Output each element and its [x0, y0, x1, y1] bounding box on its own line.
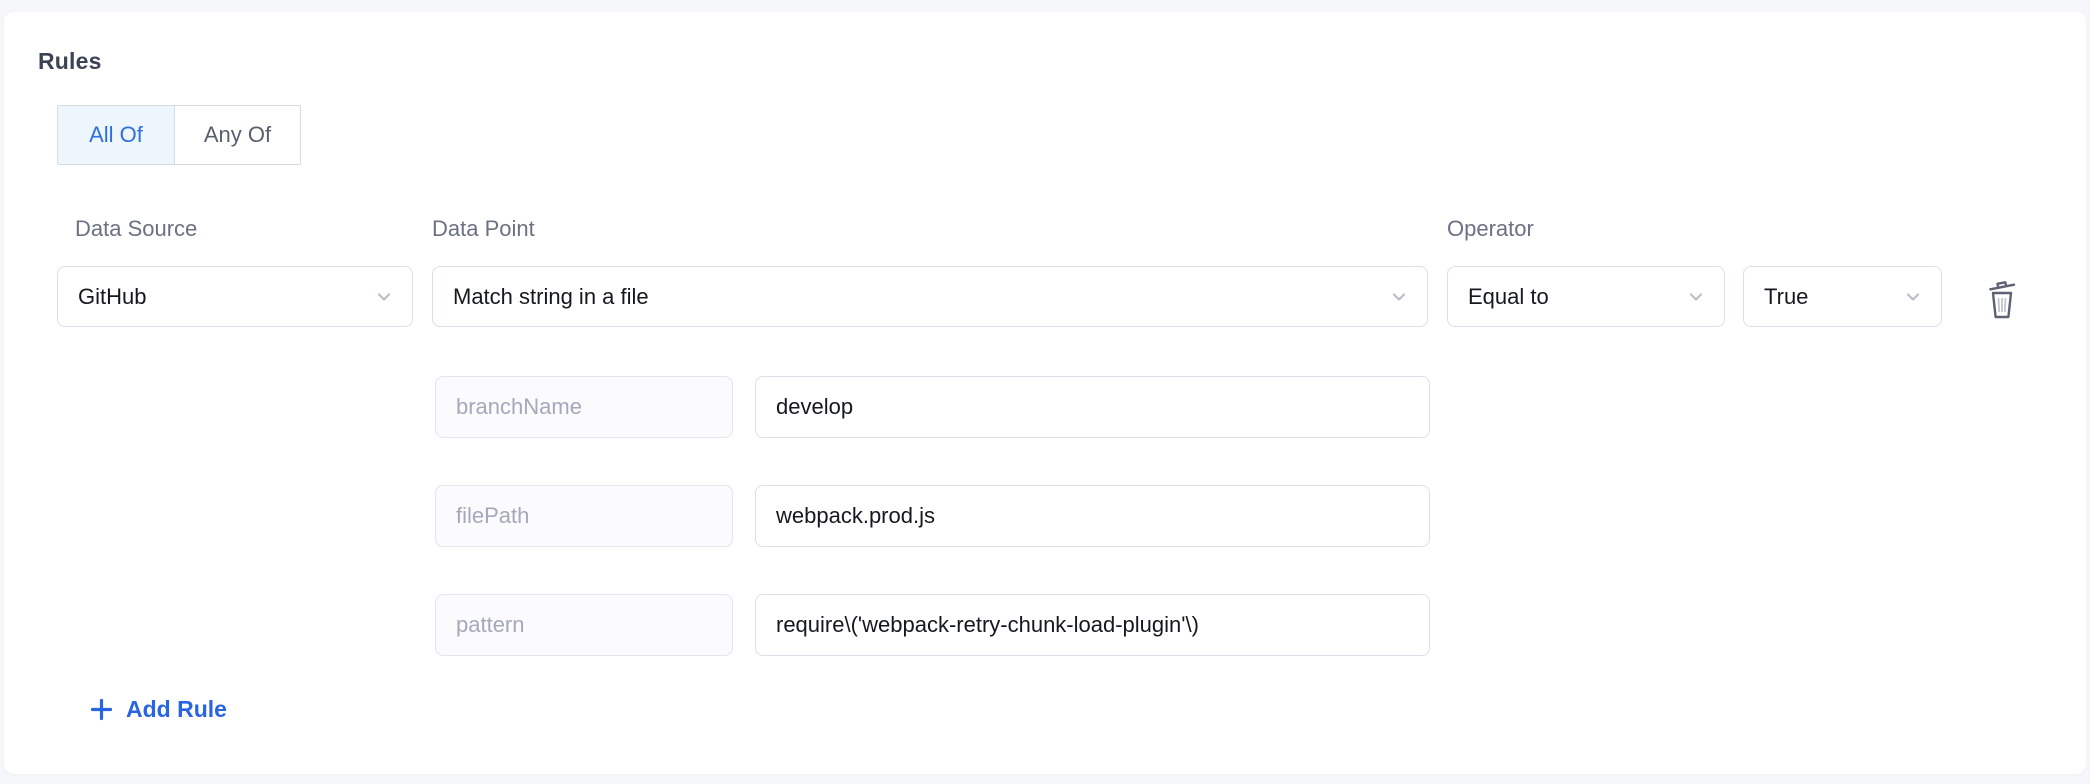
data-point-selected-value: Match string in a file: [453, 283, 649, 309]
param-value-filepath-input[interactable]: [755, 485, 1430, 547]
rules-card: Rules All Of Any Of Data Source Data Poi…: [4, 12, 2086, 774]
delete-rule-button[interactable]: [1978, 272, 2026, 324]
toggle-any-of[interactable]: Any Of: [174, 105, 301, 165]
operator-select[interactable]: Equal to: [1447, 266, 1725, 327]
param-value-pattern-input[interactable]: [755, 594, 1430, 656]
data-point-select[interactable]: Match string in a file: [432, 266, 1428, 327]
plus-icon: [89, 697, 114, 722]
chevron-down-icon: [374, 287, 394, 307]
operator-label: Operator: [1447, 216, 1534, 241]
chevron-down-icon: [1686, 287, 1706, 307]
add-rule-label: Add Rule: [126, 696, 227, 722]
param-name-filepath: [435, 485, 733, 547]
data-source-select[interactable]: GitHub: [57, 266, 413, 327]
param-name-pattern: [435, 594, 733, 656]
data-source-selected-value: GitHub: [78, 283, 147, 309]
chevron-down-icon: [1903, 287, 1923, 307]
add-rule-button[interactable]: Add Rule: [89, 696, 227, 723]
expected-value-selected: True: [1764, 283, 1809, 309]
trash-icon: [1984, 275, 2020, 321]
match-mode-toggle: All Of Any Of: [57, 105, 301, 165]
param-name-branchname: [435, 376, 733, 438]
data-source-label: Data Source: [75, 216, 198, 241]
param-value-branchname-input[interactable]: [755, 376, 1430, 438]
data-point-label: Data Point: [432, 216, 535, 241]
operator-selected-value: Equal to: [1468, 283, 1549, 309]
rules-section-title: Rules: [38, 48, 102, 74]
toggle-all-of[interactable]: All Of: [57, 105, 175, 165]
chevron-down-icon: [1389, 287, 1409, 307]
expected-value-select[interactable]: True: [1743, 266, 1942, 327]
